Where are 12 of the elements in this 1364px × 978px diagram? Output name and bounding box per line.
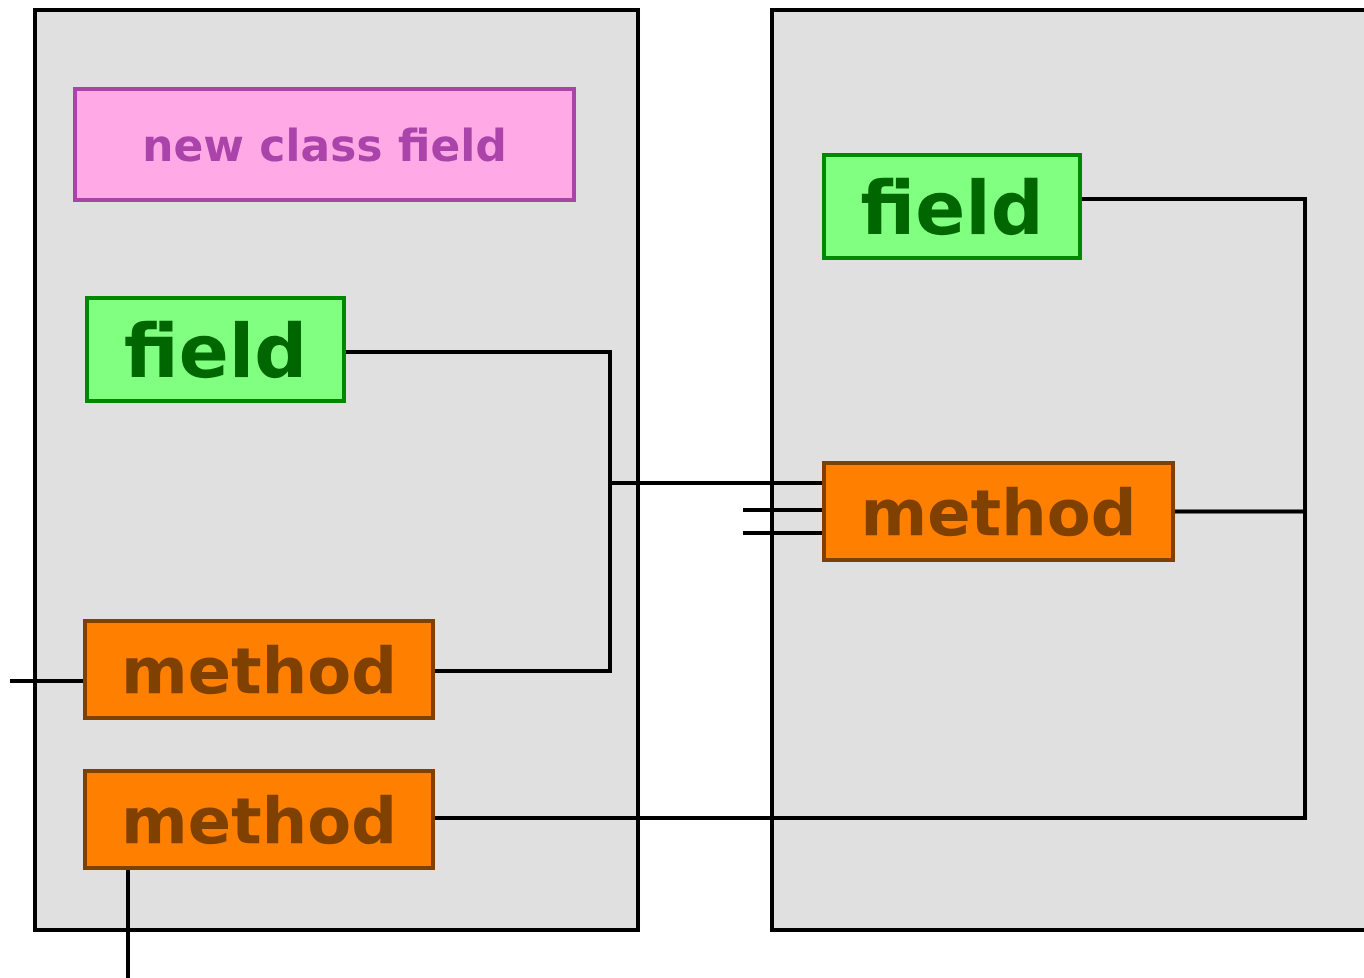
connector-line xyxy=(435,509,1307,820)
connector-line xyxy=(10,679,83,683)
method-box: method xyxy=(83,619,435,720)
connector-line xyxy=(126,870,130,978)
method-box: method xyxy=(83,769,435,870)
field-box: field xyxy=(85,296,346,403)
method-box: method xyxy=(822,461,1175,562)
connector-line xyxy=(743,508,822,512)
field-box: field xyxy=(822,153,1082,260)
connector-line xyxy=(743,531,822,535)
connector-line xyxy=(435,481,822,673)
field-box: new class field xyxy=(73,87,576,202)
